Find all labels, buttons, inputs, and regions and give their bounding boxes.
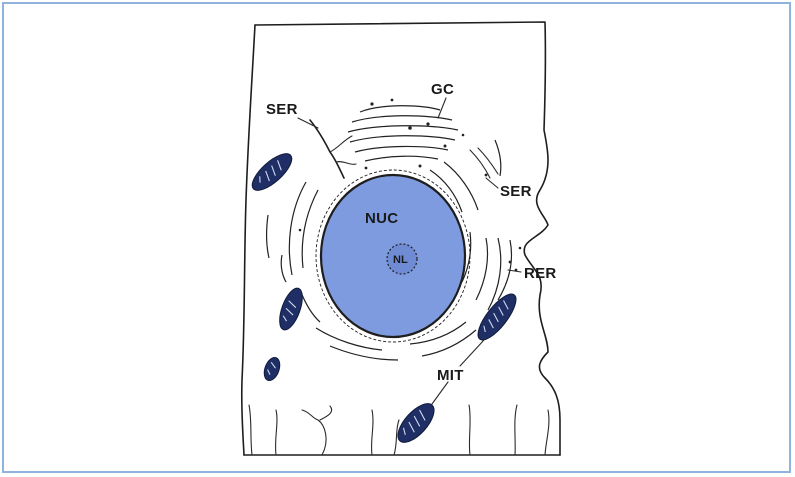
mitochondrion (472, 289, 522, 345)
mitochondrion (261, 355, 282, 382)
golgi-complex (348, 99, 464, 170)
mitochondrion (392, 398, 440, 448)
label-mit: MIT (437, 367, 464, 384)
smooth-er-top (310, 120, 356, 178)
smooth-er-right (470, 148, 498, 178)
mitochondrion (247, 148, 298, 196)
label-rer: RER (524, 265, 557, 282)
label-ser-right: SER (500, 183, 532, 200)
mitochondrion (275, 285, 307, 333)
label-ser-top: SER (266, 101, 298, 118)
label-gc: GC (431, 81, 454, 98)
label-nuc: NUC (365, 210, 398, 227)
label-nl: NL (393, 254, 408, 266)
